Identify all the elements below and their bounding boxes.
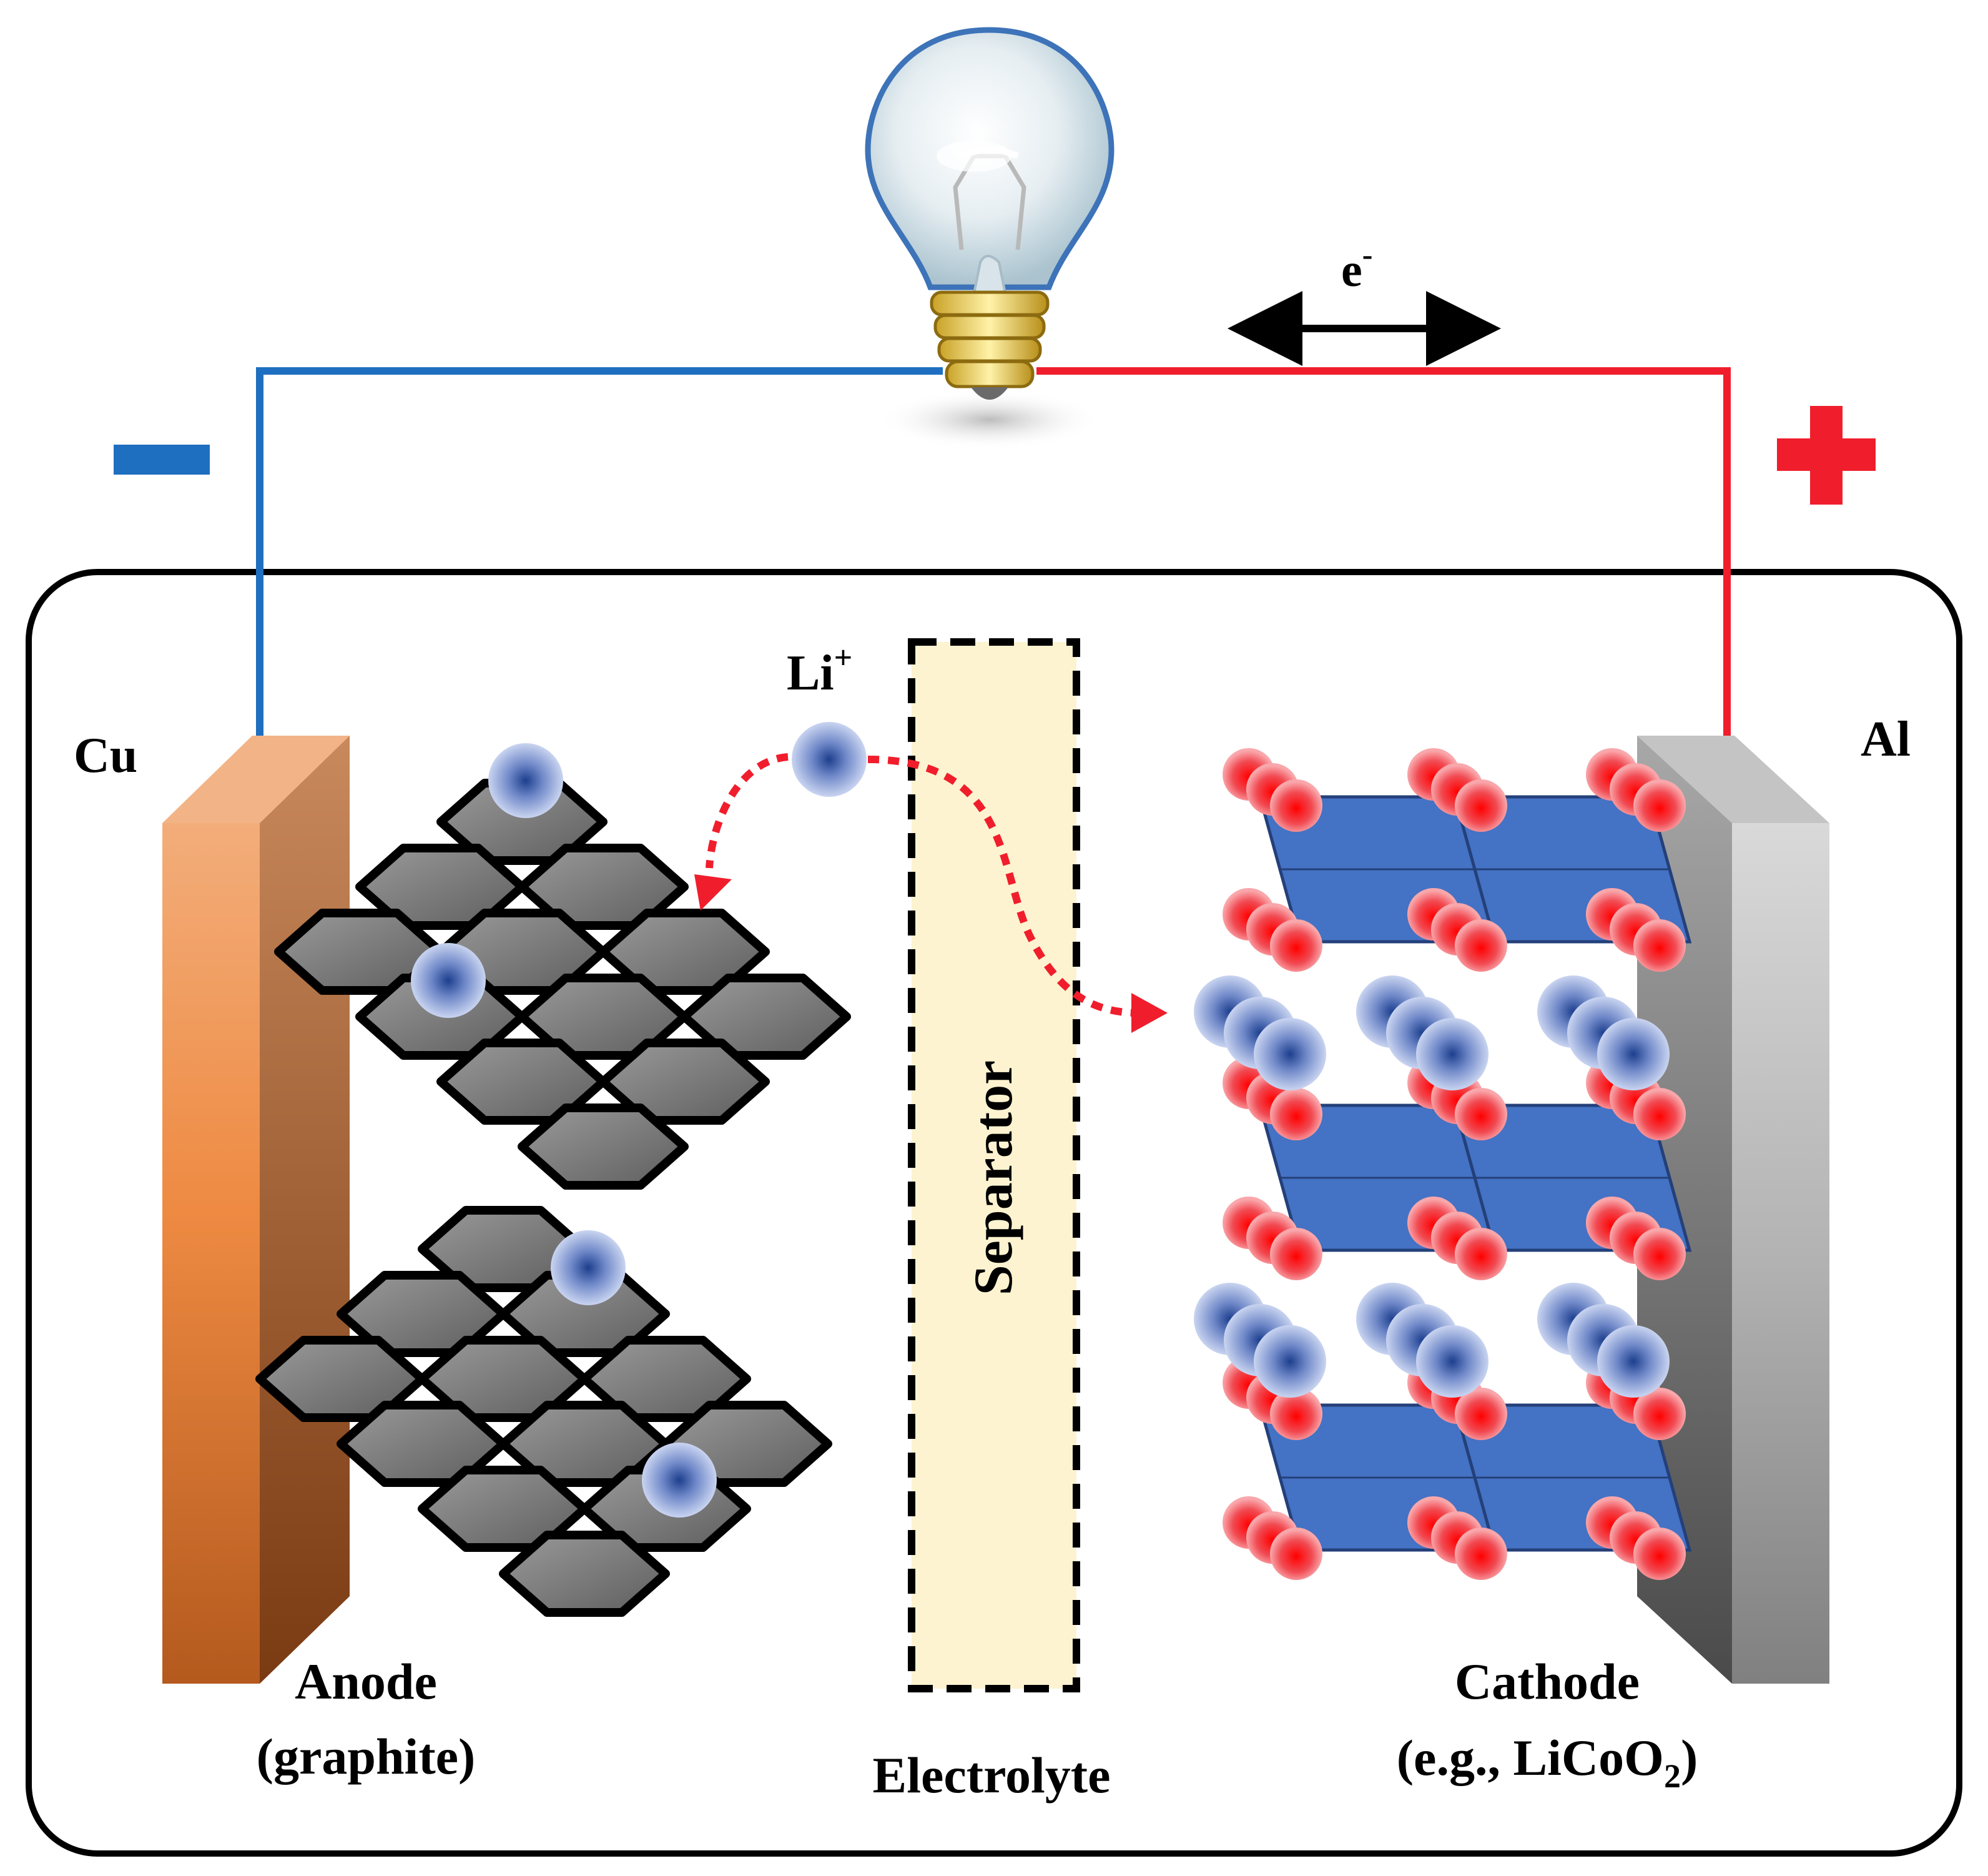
cathode-material-label: (e.g., LiCoO2): [1397, 1729, 1698, 1795]
positive-terminal-icon: [1777, 406, 1876, 505]
anode-material-label: (graphite): [257, 1728, 476, 1785]
li-ion-graphite: [411, 943, 486, 1018]
anode-collector-label: Cu: [74, 728, 137, 783]
graphite-hexagon: [499, 1531, 670, 1617]
graphite-hexagon: [518, 1103, 689, 1190]
light-bulb-icon: [865, 27, 1115, 450]
separator-label: Separator: [963, 1060, 1024, 1295]
negative-wire: [256, 367, 943, 784]
li-ion-label: Li+: [787, 640, 852, 701]
li-ion-cathode: [1254, 1325, 1326, 1398]
li-ion-cathode: [1597, 1018, 1670, 1090]
li-ion-cathode: [1254, 1018, 1326, 1090]
anode-label: Anode: [295, 1653, 437, 1710]
li-ion-graphite: [642, 1443, 717, 1518]
li-ion-graphite: [488, 743, 563, 818]
li-ion-transport-arrow: [694, 722, 1168, 1033]
cathode-collector-label: Al: [1861, 712, 1911, 767]
copper-current-collector: [162, 736, 350, 1684]
electrolyte-label: Electrolyte: [873, 1747, 1111, 1804]
oxygen-atom: [1270, 1528, 1322, 1580]
li-ion-cathode: [1597, 1325, 1670, 1398]
oxygen-atom: [1270, 1088, 1322, 1140]
oxygen-atom: [1455, 1388, 1507, 1440]
oxygen-atom: [1633, 1228, 1686, 1280]
graphite-layer-top: [274, 779, 851, 1190]
li-ion-traveling: [792, 722, 867, 797]
oxygen-atom: [1455, 919, 1507, 972]
cathode-structure: [1194, 748, 1692, 1580]
li-ion-cathode: [1416, 1018, 1489, 1090]
oxygen-atom: [1455, 779, 1507, 832]
li-ion-graphite: [551, 1230, 626, 1305]
oxygen-atom: [1270, 1228, 1322, 1280]
oxygen-atom: [1633, 1528, 1686, 1580]
oxygen-atom: [1455, 1528, 1507, 1580]
oxygen-atom: [1633, 919, 1686, 972]
negative-terminal-icon: [114, 445, 210, 475]
cathode-label: Cathode: [1455, 1653, 1640, 1710]
oxygen-atom: [1270, 919, 1322, 972]
oxygen-atom: [1270, 1388, 1322, 1440]
positive-wire: [1036, 367, 1731, 784]
oxygen-atom: [1270, 779, 1322, 832]
oxygen-atom: [1455, 1088, 1507, 1140]
oxygen-atom: [1455, 1228, 1507, 1280]
separator: [908, 638, 1080, 1692]
oxygen-atom: [1633, 779, 1686, 832]
electron-label: e-: [1341, 237, 1372, 297]
oxygen-atom: [1633, 1088, 1686, 1140]
graphite-layer-bottom: [255, 743, 832, 1617]
oxygen-atom: [1633, 1388, 1686, 1440]
li-ion-cathode: [1416, 1325, 1489, 1398]
